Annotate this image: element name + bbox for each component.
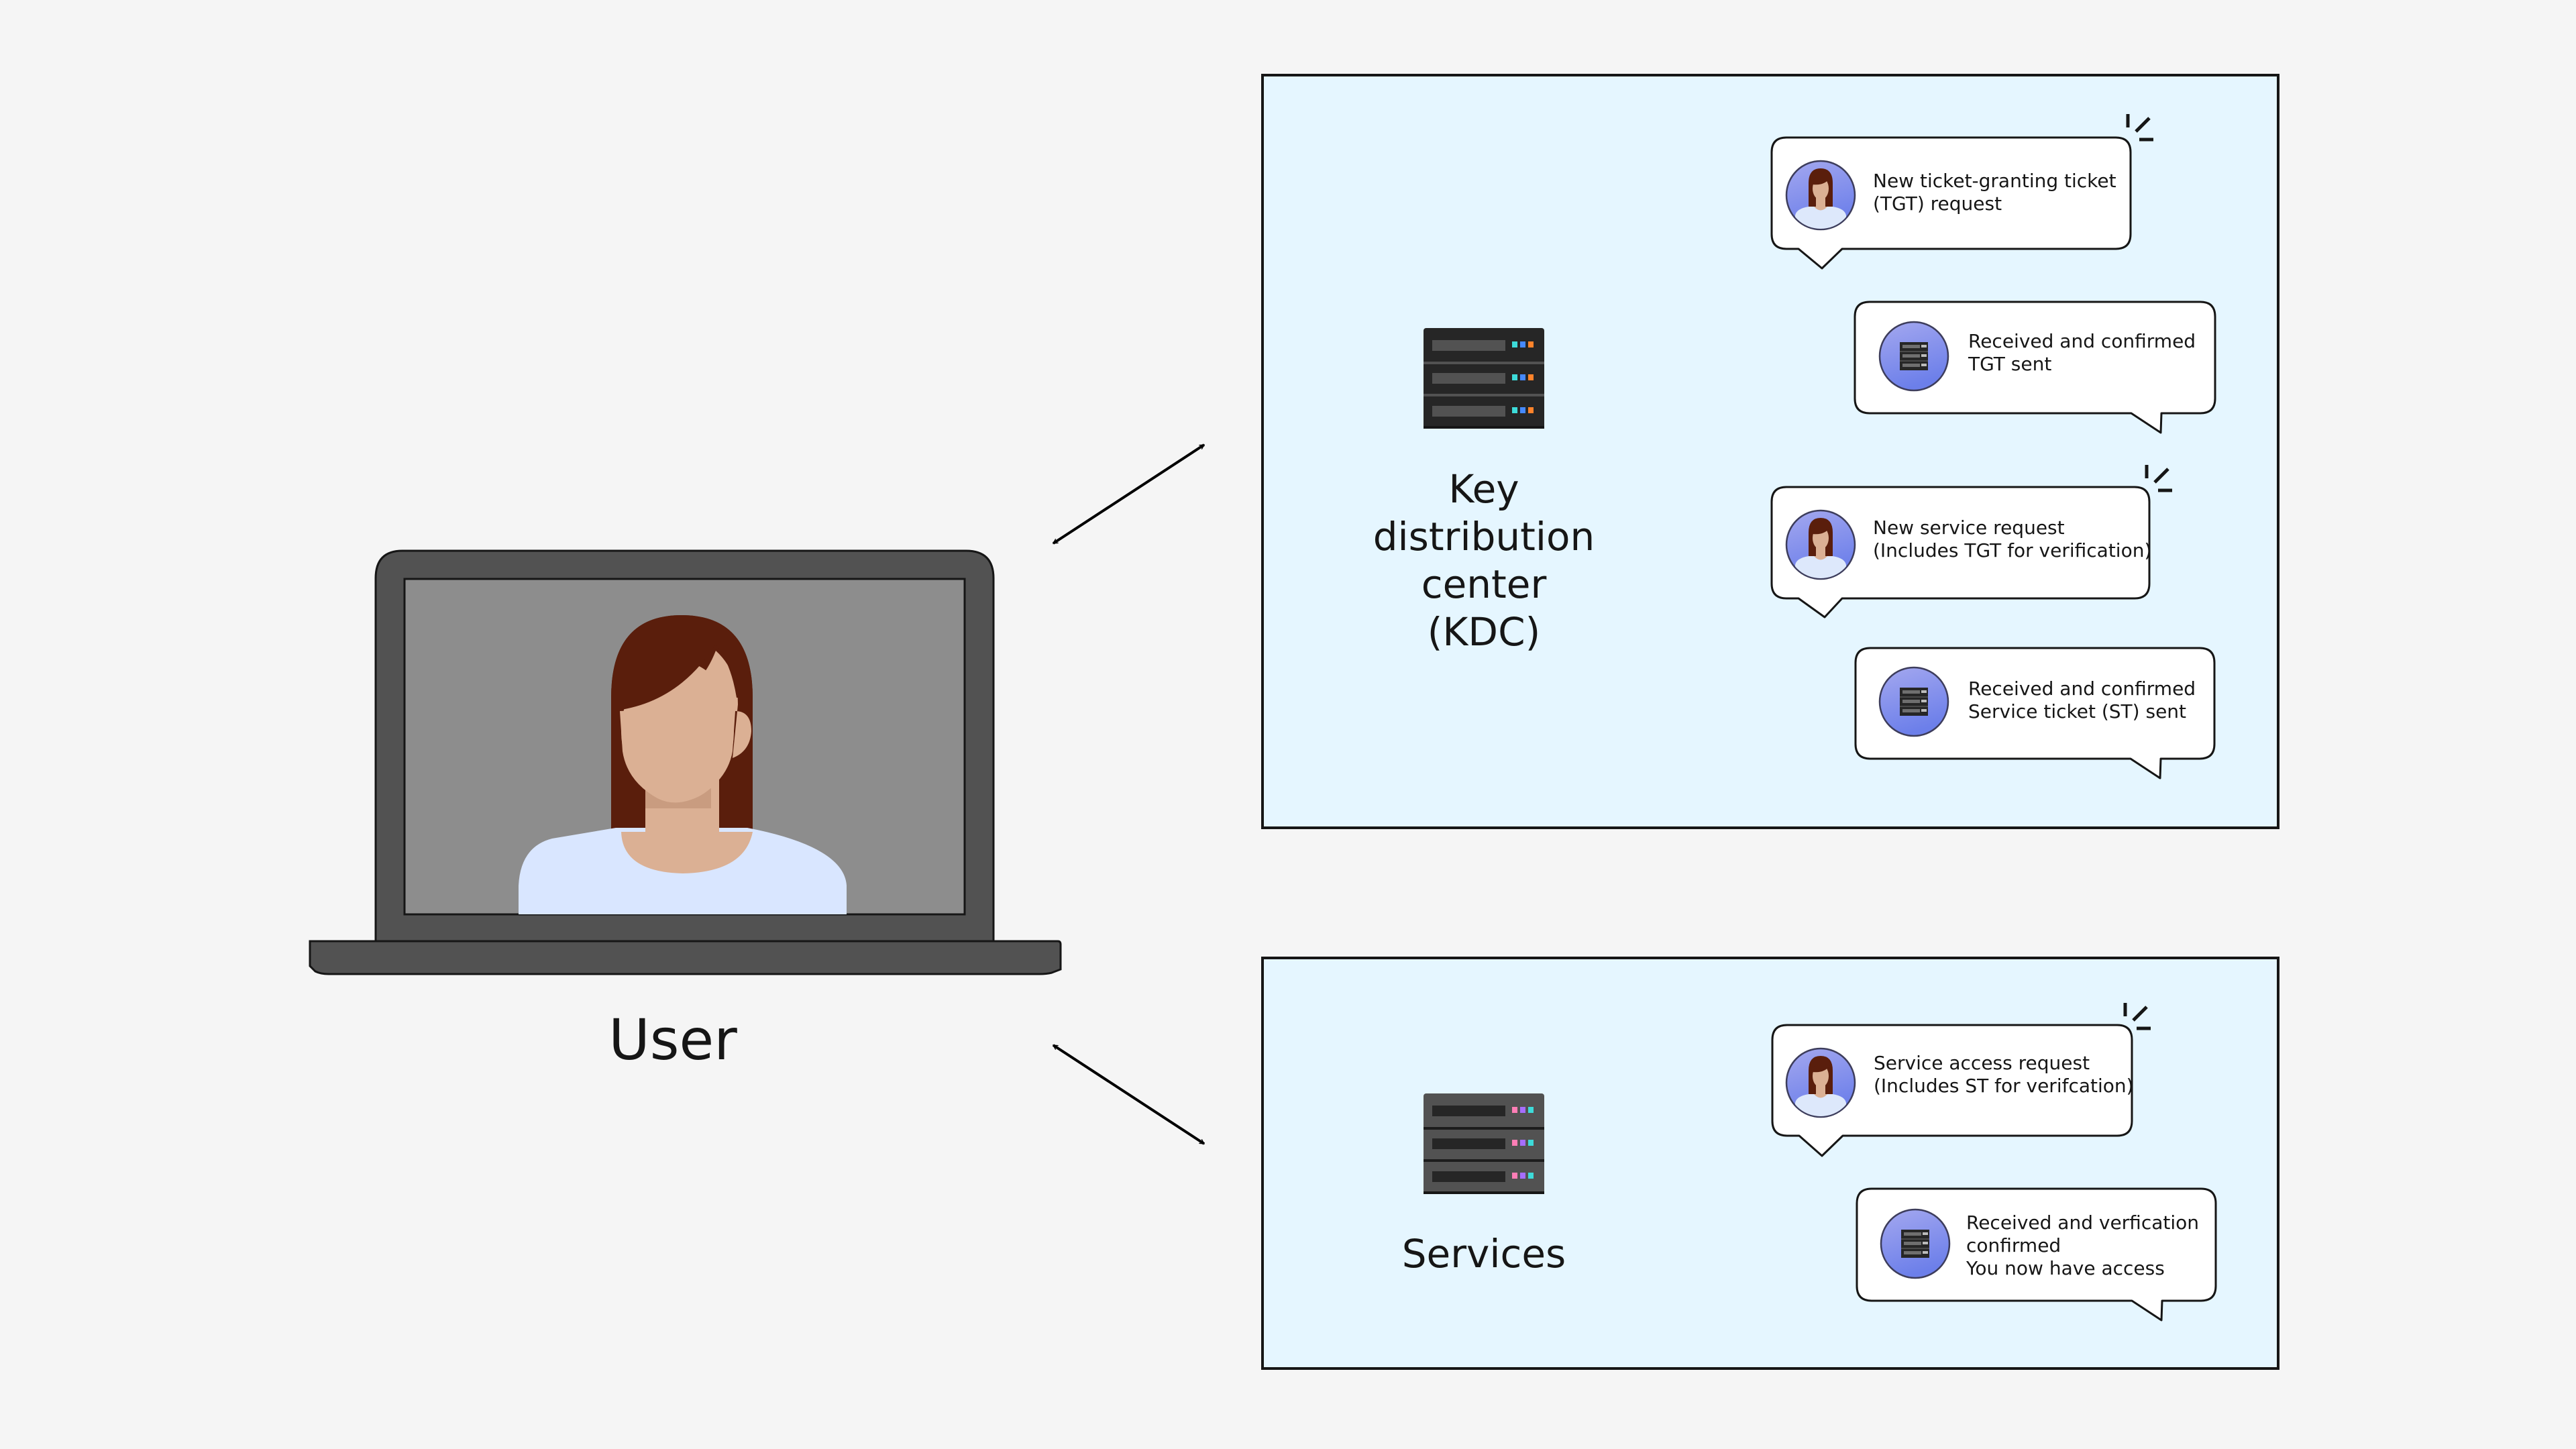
kdc-message-2-text: Received and confirmed TGT sent (1968, 330, 2196, 376)
message-bubble (1854, 647, 2216, 780)
message-line: Service ticket (ST) sent (1968, 700, 2187, 722)
message-bubble (1770, 136, 2132, 270)
message-line: Received and confirmed (1968, 678, 2196, 700)
new-notification-spark-icon (2126, 114, 2153, 142)
message-bubble (1770, 486, 2151, 619)
message-line: confirmed (1966, 1234, 2061, 1256)
kdc-label-line: center (1421, 561, 1547, 607)
message-bubble (1856, 1187, 2217, 1322)
arrow-user-kdc (1053, 443, 1204, 545)
message-line: You now have access (1966, 1257, 2165, 1279)
kdc-message-1-text: New ticket-granting ticket (TGT) request (1873, 170, 2116, 215)
laptop-icon (309, 549, 1062, 975)
message-line: Received and confirmed (1968, 330, 2196, 352)
status-led (1520, 341, 1525, 347)
message-line: New ticket-granting ticket (1873, 170, 2116, 192)
status-led (1528, 341, 1534, 347)
message-line: New service request (1873, 517, 2065, 539)
kdc-label-line: distribution (1373, 514, 1595, 559)
services-server-icon (1424, 1093, 1544, 1194)
kdc-label: Key distribution center (KDC) (1350, 466, 1618, 656)
kdc-message-3-text: New service request (Includes TGT for ve… (1873, 517, 2151, 562)
message-line: (Includes TGT for verification) (1873, 539, 2152, 561)
status-led (1528, 374, 1534, 380)
kdc-message-4-text: Received and confirmed Service ticket (S… (1968, 678, 2196, 723)
message-bubble (1854, 301, 2216, 434)
kdc-server-icon (1424, 328, 1544, 429)
server-avatar-icon (1878, 666, 1949, 737)
message-line: TGT sent (1968, 353, 2052, 375)
message-bubble (1771, 1024, 2133, 1157)
user-label: User (608, 1007, 737, 1073)
status-led (1528, 1107, 1534, 1113)
services-label: Services (1401, 1231, 1566, 1277)
server-avatar-icon (1880, 1208, 1951, 1279)
new-notification-spark-icon (2123, 1003, 2151, 1030)
message-line: Service access request (1874, 1052, 2090, 1074)
status-led (1528, 1140, 1534, 1146)
status-led (1520, 1107, 1525, 1113)
services-message-1-text: Service access request (Includes ST for … (1874, 1052, 2134, 1097)
server-avatar-icon (1878, 321, 1949, 392)
status-led (1512, 1173, 1517, 1179)
status-led (1528, 1173, 1534, 1179)
status-led (1512, 1140, 1517, 1146)
new-notification-spark-icon (2145, 465, 2172, 492)
status-led (1512, 341, 1517, 347)
message-line: (TGT) request (1873, 193, 2002, 215)
status-led (1528, 407, 1534, 413)
message-line: (Includes ST for verifcation) (1874, 1075, 2134, 1097)
arrow-user-services (1053, 1044, 1204, 1145)
status-led (1512, 1107, 1517, 1113)
status-led (1520, 407, 1525, 413)
status-led (1520, 1140, 1525, 1146)
kdc-label-line: (KDC) (1427, 609, 1541, 655)
status-led (1520, 1173, 1525, 1179)
message-line: Received and verfication (1966, 1212, 2200, 1234)
kdc-label-line: Key (1448, 466, 1519, 512)
status-led (1512, 374, 1517, 380)
user-portrait (519, 615, 847, 914)
status-led (1512, 407, 1517, 413)
status-led (1520, 374, 1525, 380)
services-message-2-text: Received and verfication confirmed You n… (1966, 1212, 2199, 1280)
